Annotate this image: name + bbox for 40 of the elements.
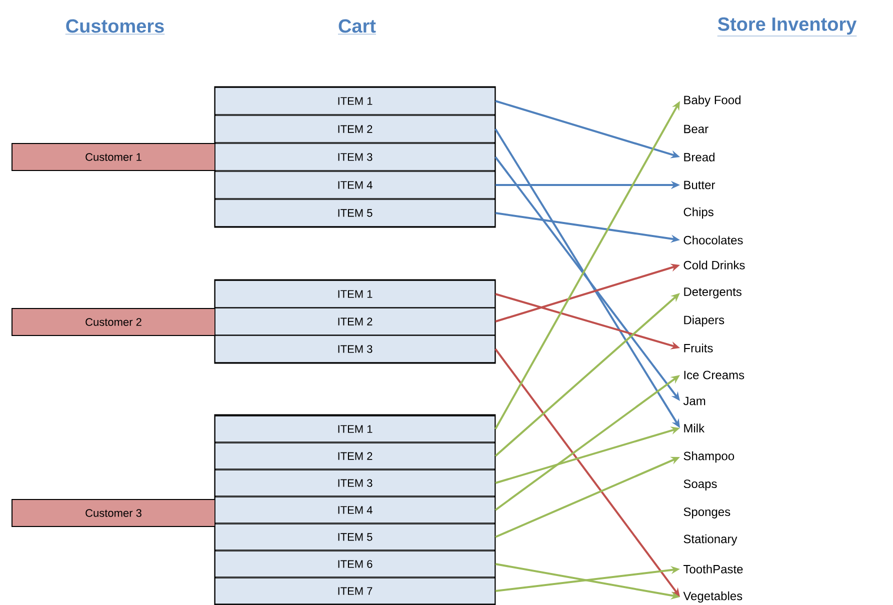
inventory-item: Chips (684, 207, 714, 219)
cart-item-box: ITEM 5 (214, 524, 496, 550)
customer-box: Customer 2 (12, 308, 216, 336)
inventory-item: Chocolates (684, 236, 743, 244)
cart-item-box: ITEM 2 (214, 115, 496, 143)
cart-item-box: ITEM 3 (214, 470, 496, 496)
cart-item-box: ITEM 3 (214, 143, 496, 171)
inventory-item: Ice Creams (684, 370, 744, 380)
inventory-item: Milk (684, 424, 705, 432)
cart-item-box: ITEM 6 (214, 550, 496, 578)
inventory-item: Stationary (684, 534, 738, 546)
cart-item-box: ITEM 7 (214, 578, 496, 604)
inventory-item: Soaps (684, 480, 717, 490)
cart-item-box: ITEM 1 (214, 416, 496, 442)
inventory-item: Sponges (684, 508, 730, 518)
inventory-item: ToothPaste (683, 564, 743, 574)
inventory-item: Detergents (684, 288, 742, 298)
heading: Store Inventory (717, 17, 857, 36)
heading: Customers (65, 19, 165, 34)
inventory-item: Shampoo (684, 451, 734, 463)
inventory-item: Bear (684, 124, 708, 134)
cart-item-box: ITEM 4 (214, 496, 496, 524)
inventory-item: Butter (684, 180, 716, 190)
inventory-item: Fruits (684, 344, 713, 352)
heading: Cart (338, 19, 376, 34)
cart-item-box: ITEM 5 (214, 199, 496, 227)
cart-item-box: ITEM 1 (214, 280, 496, 308)
cart-item-box: ITEM 2 (214, 442, 496, 470)
customer-box: Customer 1 (12, 143, 216, 171)
inventory-item: Bread (684, 152, 714, 162)
cart-item-box: ITEM 4 (214, 171, 496, 199)
inventory-item: Cold Drinks (684, 260, 745, 270)
cart-item-box: ITEM 2 (214, 308, 496, 336)
inventory-item: Diapers (684, 315, 724, 327)
cart-item-box: ITEM 1 (214, 87, 496, 115)
inventory-item: Jam (683, 396, 706, 406)
cart-item-box: ITEM 3 (214, 335, 496, 363)
inventory-item: Vegetables (683, 591, 742, 603)
inventory-item: Baby Food (684, 95, 740, 107)
customer-box: Customer 3 (12, 499, 216, 527)
